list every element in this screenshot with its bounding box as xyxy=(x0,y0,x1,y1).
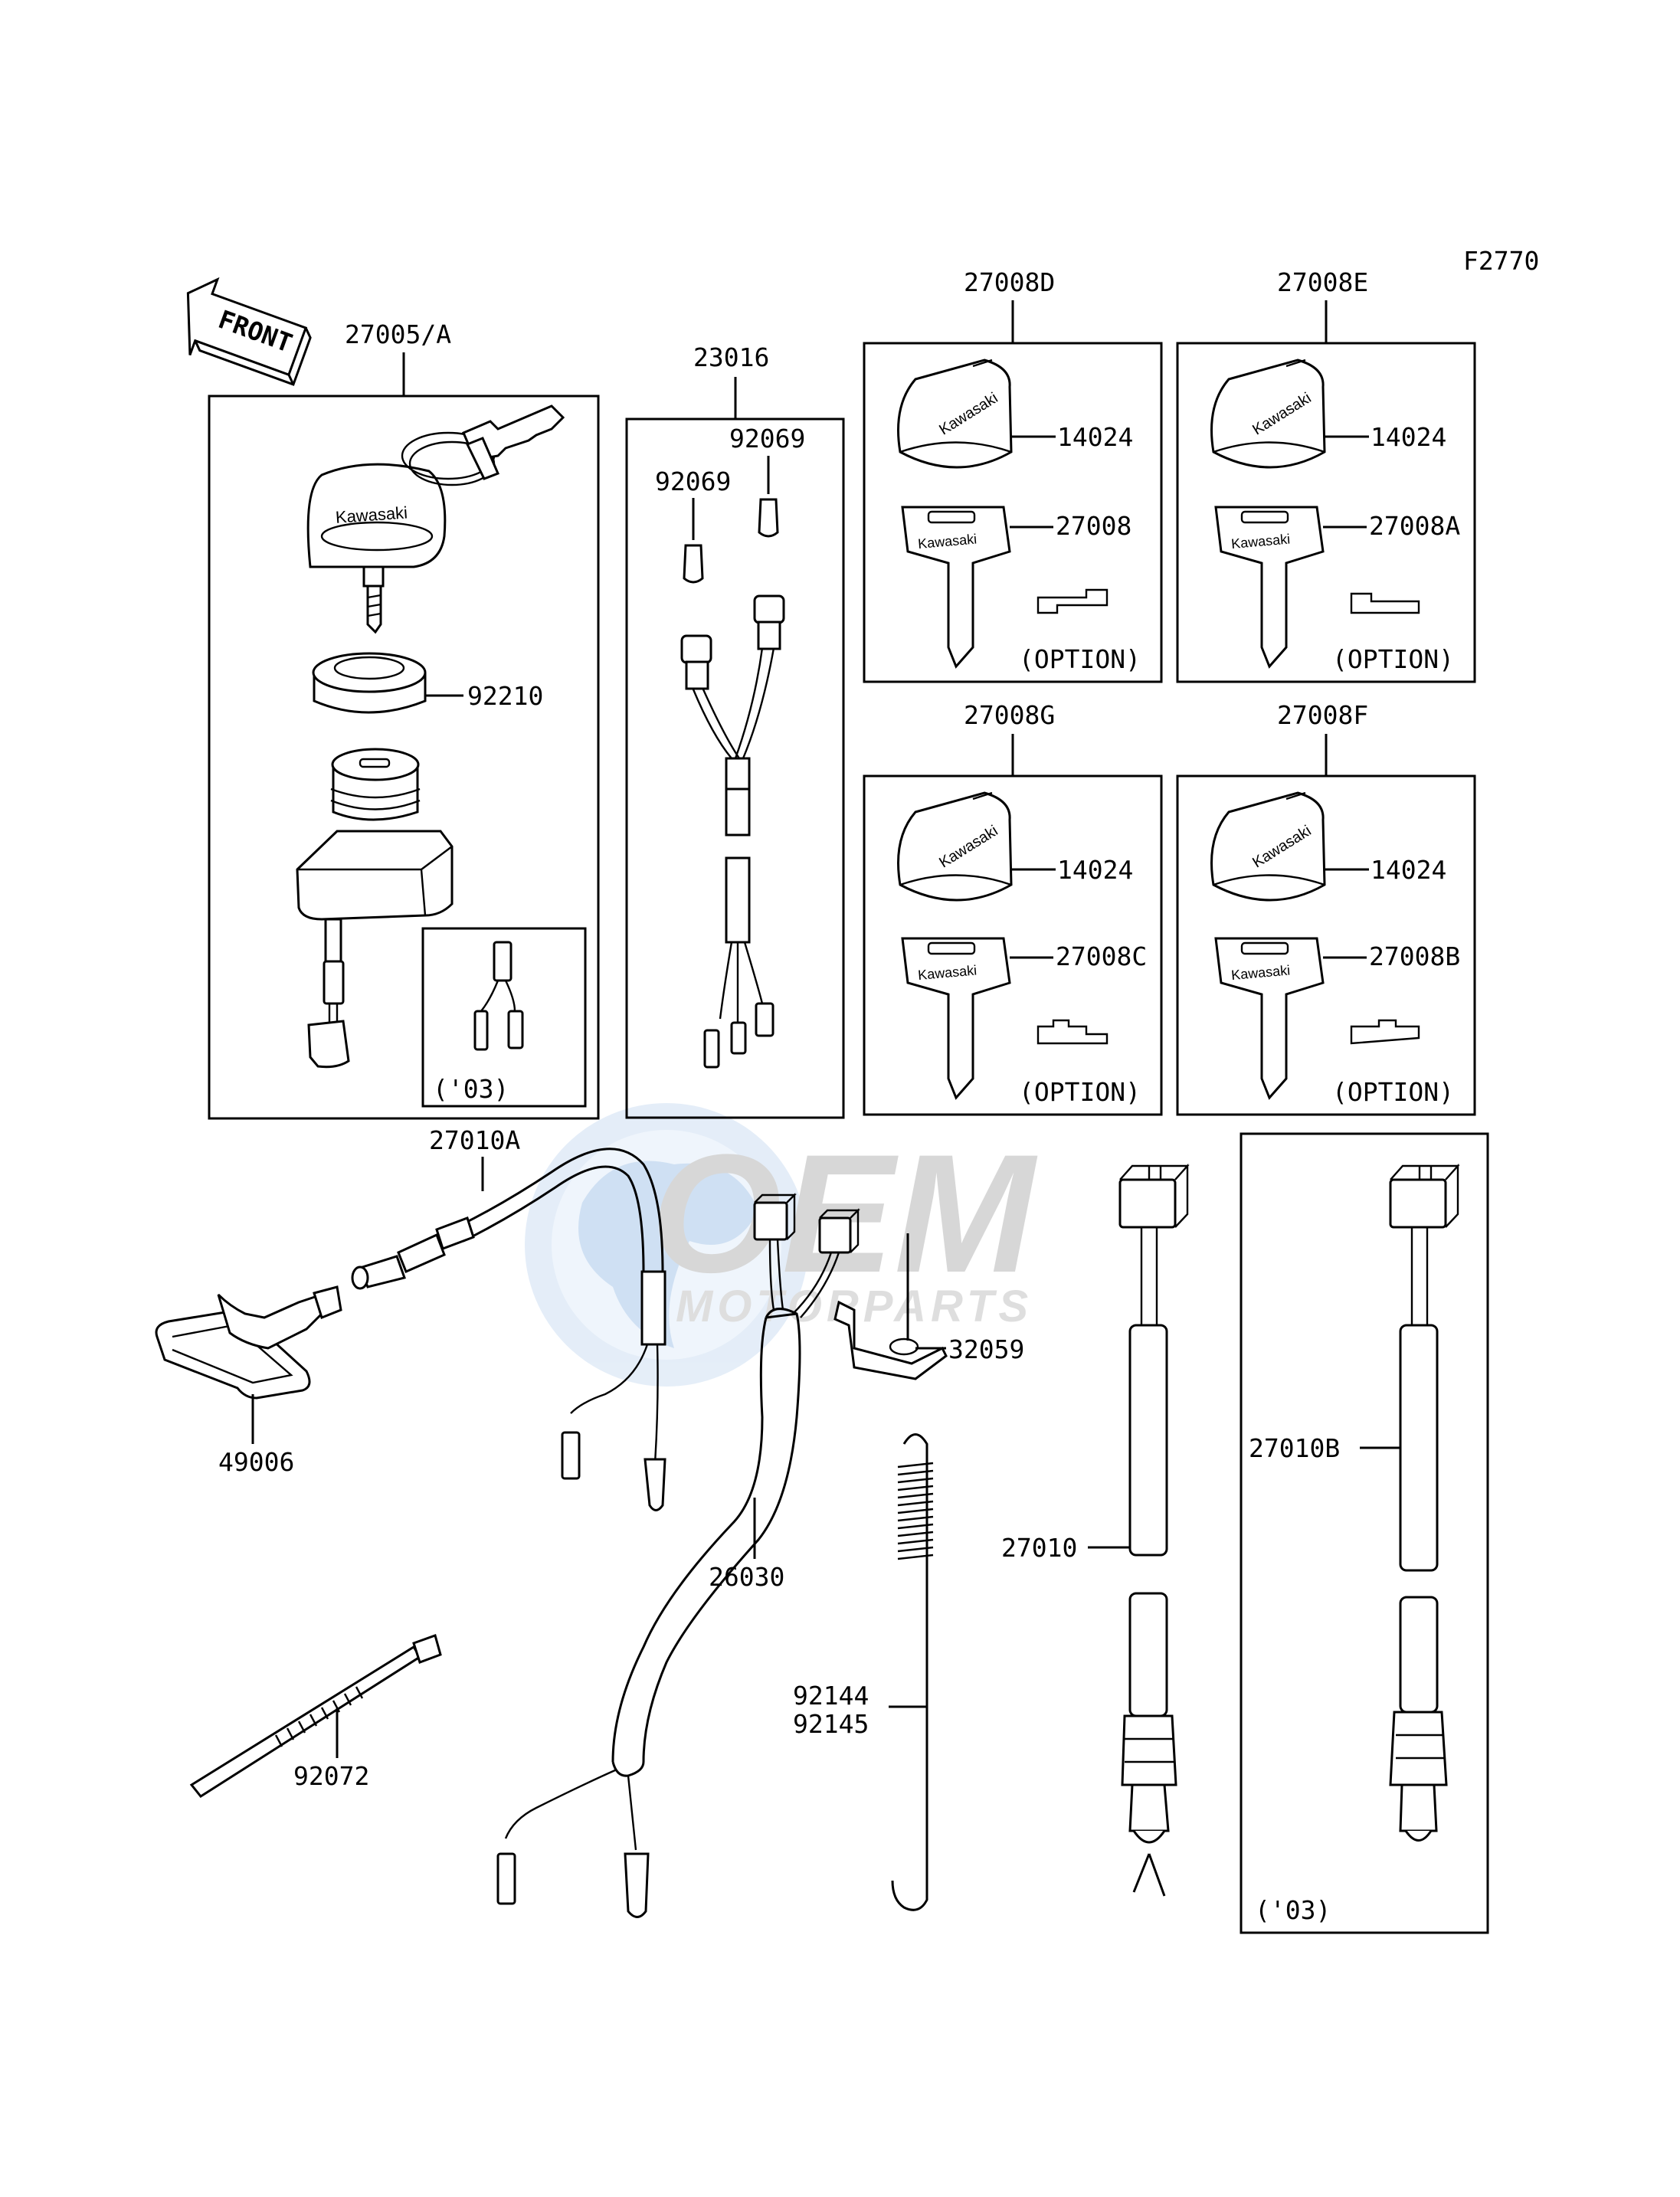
callout-key-d: 27008 xyxy=(1056,511,1131,541)
callout-92145: 92145 xyxy=(793,1709,869,1739)
callout-49006: 49006 xyxy=(218,1447,294,1477)
key-blade-e: Kawasaki xyxy=(1214,506,1325,669)
figure-code: F2770 xyxy=(1463,246,1539,276)
callout-knob-f: 14024 xyxy=(1371,855,1446,885)
lead-23016-ref: 23016 xyxy=(693,342,769,372)
key-knob-f: Kawasaki xyxy=(1210,791,1326,902)
watermark-logo: OEM MOTORPARTS xyxy=(525,1103,1038,1387)
key-blade-g: Kawasaki xyxy=(901,937,1011,1100)
lead-connectors xyxy=(680,594,785,1069)
nut-92210: 92210 xyxy=(312,652,543,714)
key-set-e-ref: 27008E xyxy=(1277,267,1368,297)
spring-92144-92145: 92144 92145 xyxy=(793,1433,934,1911)
key-set-27008d-box: 27008D Kawasaki 14024 Kawasaki 27008 (OP… xyxy=(863,267,1163,683)
key-set-27008f-box: 27008F Kawasaki 14024 Kawasaki 27008B (O… xyxy=(1176,700,1476,1116)
watermark-brand: OEM xyxy=(650,1119,1038,1308)
callout-92072: 92072 xyxy=(293,1761,369,1791)
switch-b-note: ('03) xyxy=(1255,1895,1331,1925)
ignition-key: Kawasaki xyxy=(306,404,565,634)
key-knob-e: Kawasaki xyxy=(1210,359,1326,469)
callout-27010a: 27010A xyxy=(429,1125,520,1155)
key-knob-g: Kawasaki xyxy=(897,791,1013,902)
switch-27010a: 27010A xyxy=(351,1125,666,1511)
callout-26030: 26030 xyxy=(709,1562,784,1592)
switch-27010: 27010 xyxy=(1001,1163,1190,1897)
callout-27010b: 27010B xyxy=(1249,1433,1340,1463)
key-blade-d: Kawasaki xyxy=(901,506,1011,669)
holder-49006: 49006 xyxy=(155,1285,342,1477)
key-set-e-option: (OPTION) xyxy=(1332,644,1454,674)
harness-26030: 26030 xyxy=(496,1193,860,1918)
ignition-switch-box: 27005/A Kawasaki 92210 xyxy=(208,319,600,1120)
callout-92069-a: 92069 xyxy=(655,467,731,496)
key-set-f-option: (OPTION) xyxy=(1332,1077,1454,1107)
key-knob-d: Kawasaki xyxy=(897,359,1013,469)
clamp-32059: 32059 xyxy=(833,1233,1024,1380)
callout-key-g: 27008C xyxy=(1056,941,1147,971)
key-set-d-option: (OPTION) xyxy=(1019,644,1141,674)
callout-key-e: 27008A xyxy=(1369,511,1460,541)
switch-27010b-box: 27010B ('03) xyxy=(1240,1132,1489,1934)
ignition-switch-body xyxy=(296,748,454,1069)
ignition-inset-note: ('03) xyxy=(433,1074,509,1104)
callout-32059: 32059 xyxy=(948,1334,1024,1364)
lead-23016-box: 23016 92069 92069 xyxy=(625,342,845,1119)
callout-92144: 92144 xyxy=(793,1681,869,1711)
key-set-f-ref: 27008F xyxy=(1277,700,1368,730)
key-set-g-ref: 27008G xyxy=(964,700,1055,730)
key-set-27008g-box: 27008G Kawasaki 14024 Kawasaki 27008C (O… xyxy=(863,700,1163,1116)
callout-knob-g: 14024 xyxy=(1057,855,1133,885)
callout-key-f: 27008B xyxy=(1369,941,1460,971)
key-set-g-option: (OPTION) xyxy=(1019,1077,1141,1107)
callout-92069-b: 92069 xyxy=(729,424,805,453)
band-92072: 92072 xyxy=(189,1634,442,1798)
front-arrow: FRONT xyxy=(186,277,312,386)
callout-knob-d: 14024 xyxy=(1057,422,1133,452)
key-set-d-ref: 27008D xyxy=(964,267,1055,297)
callout-knob-e: 14024 xyxy=(1371,422,1446,452)
callout-92210: 92210 xyxy=(467,681,543,711)
ignition-inset-03: ('03) xyxy=(421,927,587,1108)
callout-27010: 27010 xyxy=(1001,1533,1077,1563)
key-blade-f: Kawasaki xyxy=(1214,937,1325,1100)
ignition-switch-ref: 27005/A xyxy=(345,319,451,349)
key-set-27008e-box: 27008E Kawasaki 14024 Kawasaki 27008A (O… xyxy=(1176,267,1476,683)
